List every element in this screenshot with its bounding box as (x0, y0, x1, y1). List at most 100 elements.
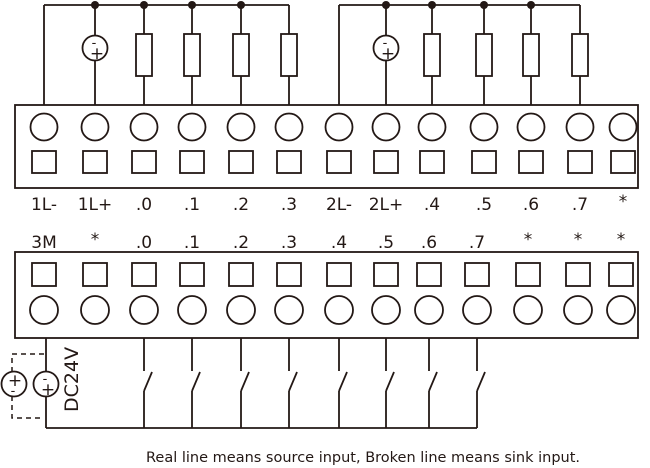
terminal-indicator-0 (31, 150, 57, 174)
output-label-1: 1L+ (78, 195, 113, 215)
terminal-indicator-5 (276, 150, 302, 174)
output-group-2: -+ (338, 1, 589, 105)
terminal-indicator-11 (565, 262, 591, 287)
screw-terminal-11 (565, 112, 595, 142)
junction-dot (140, 1, 148, 9)
output-label-9: .5 (476, 195, 492, 215)
terminal-indicator-10 (518, 150, 544, 174)
terminal-indicator-10 (515, 262, 541, 287)
input-label-7: .5 (378, 233, 394, 253)
junction-dot (91, 1, 99, 9)
screw-terminal-10 (516, 112, 546, 142)
screw-terminal-0 (29, 112, 59, 142)
terminal-indicator-1 (82, 150, 108, 174)
terminal-indicator-9 (471, 150, 497, 174)
screw-terminal-6 (324, 295, 354, 325)
screw-terminal-6 (324, 112, 354, 142)
load-resistor-icon (135, 33, 153, 77)
terminal-indicator-0 (31, 262, 57, 287)
dc-source-icon: -+ (372, 34, 400, 64)
output-terminals (29, 112, 638, 174)
output-label-6: 2L- (326, 195, 352, 215)
junction-dot (382, 1, 390, 9)
minus-icon: - (383, 36, 388, 51)
junction-dot (188, 1, 196, 9)
input-terminals (29, 262, 636, 325)
input-switch-icon-0 (143, 338, 153, 428)
screw-terminal-9 (469, 112, 499, 142)
screw-terminal-3 (177, 295, 207, 325)
load-resistor-icon (522, 33, 540, 77)
terminal-indicator-2 (131, 262, 157, 287)
dc24v-source-icon: -+ (32, 370, 60, 400)
output-label-12: * (619, 192, 628, 212)
screw-terminal-0 (29, 295, 59, 325)
input-label-11: * (574, 230, 583, 250)
input-label-12: * (617, 230, 626, 250)
load-resistor-icon (475, 33, 493, 77)
input-label-2: .0 (136, 233, 152, 253)
minus-icon: - (92, 36, 97, 51)
load-resistor-icon (571, 33, 589, 77)
output-label-5: .3 (281, 195, 297, 215)
terminal-indicator-9 (464, 262, 490, 287)
plus-icon: + (381, 44, 395, 64)
screw-terminal-8 (417, 112, 447, 142)
input-switch-icon-2 (240, 338, 250, 428)
screw-terminal-9 (462, 295, 492, 325)
output-label-0: 1L- (31, 195, 57, 215)
screw-terminal-11 (563, 295, 593, 325)
terminal-indicator-2 (131, 150, 157, 174)
terminal-indicator-3 (179, 262, 205, 287)
load-resistor-icon (280, 33, 298, 77)
output-label-7: 2L+ (369, 195, 404, 215)
input-label-6: .4 (331, 233, 347, 253)
junction-dot (428, 1, 436, 9)
load-resistor-icon (183, 33, 201, 77)
input-switch-icon-7 (476, 338, 486, 428)
input-label-4: .2 (233, 233, 249, 253)
screw-terminal-1 (80, 295, 110, 325)
output-label-3: .1 (184, 195, 200, 215)
plus-icon: + (90, 44, 104, 64)
screw-terminal-5 (274, 112, 304, 142)
input-label-3: .1 (184, 233, 200, 253)
output-wiring: -+-+ (43, 1, 589, 105)
input-label-8: .6 (421, 233, 437, 253)
screw-terminal-4 (226, 295, 256, 325)
input-switch-icon-5 (385, 338, 395, 428)
load-resistor-icon (232, 33, 250, 77)
output-group-1: -+ (43, 1, 298, 105)
screw-terminal-7 (371, 295, 401, 325)
output-label-10: .6 (523, 195, 539, 215)
dc-source-icon: -+ (81, 34, 109, 64)
sink-alternative-dashed: -+ (0, 353, 44, 419)
junction-dot (527, 1, 535, 9)
screw-terminal-5 (274, 295, 304, 325)
terminal-indicator-8 (419, 150, 445, 174)
terminal-indicator-11 (567, 150, 593, 174)
screw-terminal-1 (80, 112, 110, 142)
input-switch-icon-6 (428, 338, 438, 428)
input-label-0: 3M (31, 233, 56, 253)
screw-terminal-3 (177, 112, 207, 142)
input-label-10: * (524, 230, 533, 250)
terminal-indicator-12 (610, 150, 636, 174)
input-wiring: -+-+ (0, 338, 486, 429)
input-label-1: * (91, 230, 100, 250)
screw-terminal-4 (226, 112, 256, 142)
plus-icon: + (8, 371, 22, 391)
input-label-5: .3 (281, 233, 297, 253)
terminal-indicator-12 (608, 262, 634, 287)
terminal-indicator-5 (276, 262, 302, 287)
sink-source-icon: -+ (0, 370, 28, 399)
minus-icon: - (11, 384, 16, 399)
screw-terminal-8 (414, 295, 444, 325)
junction-dot (237, 1, 245, 9)
screw-terminal-12 (608, 112, 638, 142)
caption: Real line means source input, Broken lin… (146, 450, 580, 466)
plus-icon: + (41, 380, 55, 400)
terminal-indicator-8 (416, 262, 442, 287)
output-terminal-block (14, 104, 639, 189)
